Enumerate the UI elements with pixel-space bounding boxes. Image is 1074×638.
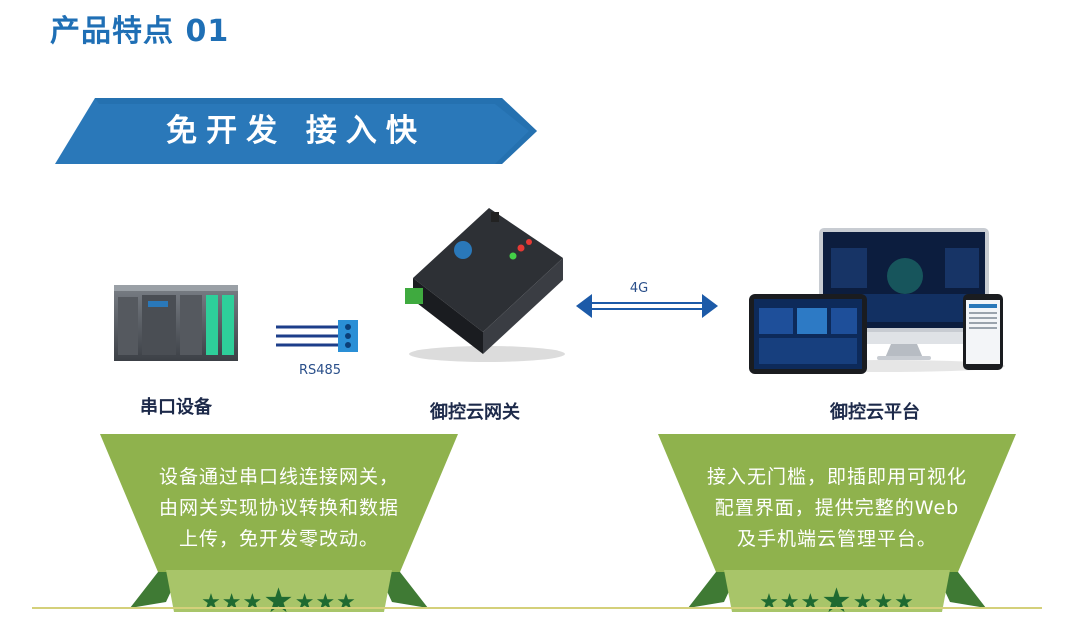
right-desc-line: 配置界面，提供完整的Web <box>714 497 960 519</box>
star-icon: ★★★ <box>759 590 822 615</box>
left-description: 设备通过串口线连接网关， 由网关实现协议转换和数据 上传，免开发零改动。 <box>118 462 440 555</box>
left-desc-line: 设备通过串口线连接网关， <box>158 466 399 488</box>
right-desc-line: 接入无门槛，即插即用可视化 <box>706 466 967 488</box>
baseline-divider <box>32 607 1042 609</box>
rs485-cable-icon <box>276 320 358 352</box>
plc-device-image <box>114 285 238 361</box>
right-description: 接入无门槛，即插即用可视化 配置界面，提供完整的Web 及手机端云管理平台。 <box>676 462 998 555</box>
serial-device-label: 串口设备 <box>140 397 212 418</box>
right-desc-line: 及手机端云管理平台。 <box>736 528 937 550</box>
rs485-label: RS485 <box>298 363 342 378</box>
star-icon: ★★★ <box>294 590 357 615</box>
star-icon: ★★★ <box>201 590 264 615</box>
platform-label: 御控云平台 <box>830 402 920 423</box>
left-ribbon-shape <box>100 434 458 612</box>
left-desc-line: 上传，免开发零改动。 <box>178 528 379 550</box>
link-4g-label: 4G <box>629 281 649 296</box>
right-star-rating: ★★★★★★★ <box>732 581 942 621</box>
double-arrow-icon <box>576 294 718 318</box>
star-icon: ★ <box>263 581 295 621</box>
gateway-device-image <box>405 208 565 362</box>
page-title: 产品特点 01 <box>50 14 230 49</box>
left-star-rating: ★★★★★★★ <box>174 581 384 621</box>
star-icon: ★★★ <box>852 590 915 615</box>
right-ribbon-shape <box>658 434 1016 612</box>
left-desc-line: 由网关实现协议转换和数据 <box>158 497 399 519</box>
star-icon: ★ <box>821 581 853 621</box>
banner-shape <box>55 98 537 164</box>
banner-title: 免开发 接入快 <box>166 113 426 149</box>
gateway-label: 御控云网关 <box>430 402 520 423</box>
platform-devices-image <box>749 228 1005 374</box>
